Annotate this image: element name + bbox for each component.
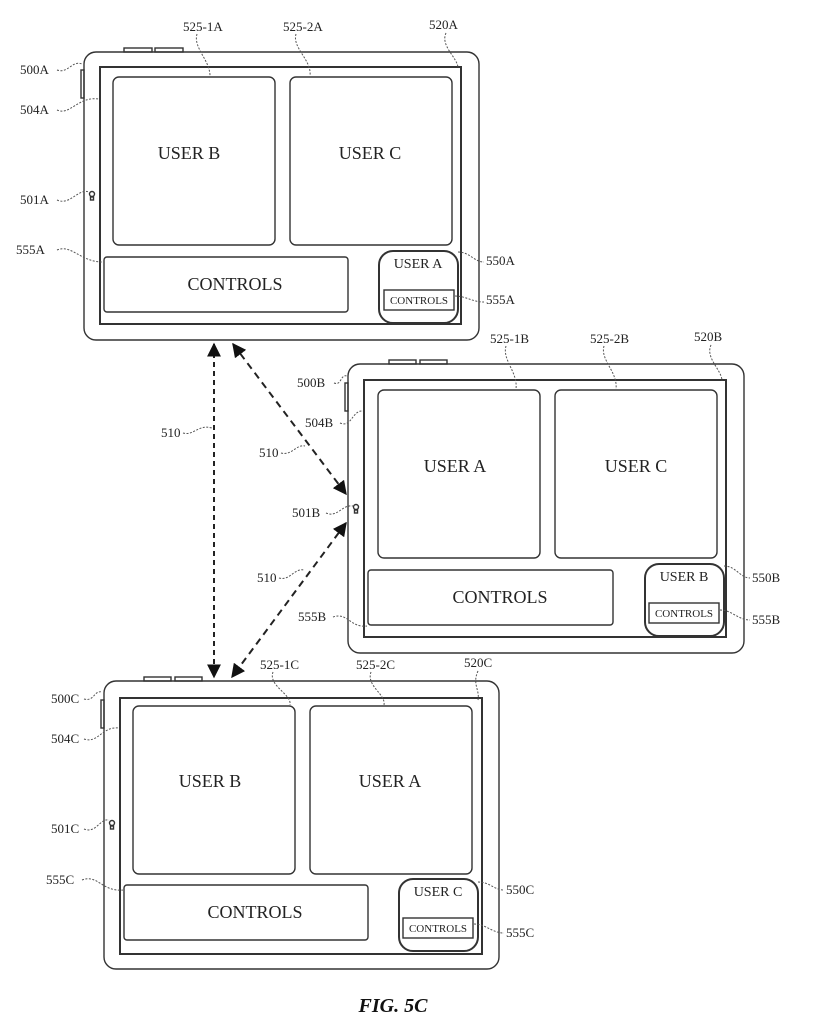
device-a-controls [103, 256, 349, 313]
device-a-tile-2 [289, 76, 453, 246]
ref-label: 550C [506, 882, 534, 897]
camera-icon [353, 509, 359, 514]
ref-label: 501B [292, 505, 321, 520]
device-b-body [347, 363, 745, 654]
ref-label: 550A [486, 253, 516, 268]
ref-label: 555B [298, 609, 327, 624]
ref-label: 520A [429, 17, 459, 32]
ref-label: 504A [20, 102, 50, 117]
device-c-self-view-label: USER C [414, 885, 463, 900]
ref-label: 501C [51, 821, 79, 836]
device-b-button [419, 359, 448, 365]
ref-label: 500A [20, 62, 50, 77]
link-label: 510 [161, 425, 181, 440]
ref-label: 520B [694, 329, 723, 344]
device-b-tile-1 [377, 389, 541, 559]
device-c-button [143, 676, 172, 682]
device-a-self-controls [383, 289, 455, 311]
device-c-body [103, 680, 500, 970]
camera-icon [89, 196, 95, 201]
ref-label: 555C [46, 872, 74, 887]
device-b-tile-1-label: USER A [424, 456, 487, 476]
device-c-controls-label: CONTROLS [207, 902, 302, 922]
device-a-body [83, 51, 480, 341]
device-b-controls-label: CONTROLS [452, 587, 547, 607]
device-b-self-controls-label: CONTROLS [655, 608, 713, 620]
device-c-side-button [100, 699, 105, 729]
device-b-tile-2-label: USER C [605, 456, 668, 476]
ref-label: 555B [752, 612, 781, 627]
device-c-tile-1-label: USER B [179, 771, 242, 791]
device-a-button [123, 47, 153, 53]
ref-label: 550B [752, 570, 781, 585]
device-b-button [388, 359, 417, 365]
device-a-tile-2-label: USER C [339, 143, 402, 163]
device-a-button [154, 47, 184, 53]
ref-label: 501A [20, 192, 50, 207]
device-b-controls [367, 569, 614, 626]
device-a-controls-label: CONTROLS [187, 274, 282, 294]
device-c-self-controls-label: CONTROLS [409, 923, 467, 935]
ref-label: 555A [16, 242, 46, 257]
device-b-display [363, 379, 727, 638]
ref-label: 555A [486, 292, 516, 307]
device-a-self-controls-label: CONTROLS [390, 295, 448, 307]
device-c-tile-2 [309, 705, 473, 875]
camera-icon [109, 825, 115, 830]
device-b-side-button [344, 382, 349, 412]
device-b: USER A USER C CONTROLS USER B CONTROLS 5… [292, 329, 781, 654]
ref-label: 500B [297, 375, 326, 390]
device-b-tile-2 [554, 389, 718, 559]
camera-icon [108, 819, 116, 827]
ref-label: 525-1A [183, 19, 223, 34]
ref-label: 504C [51, 731, 79, 746]
device-c-self-controls [402, 917, 474, 939]
device-c-display [119, 697, 483, 955]
device-a: USER B USER C CONTROLS USER A CONTROLS 5… [16, 17, 516, 341]
camera-icon [88, 190, 96, 198]
ref-label: 520C [464, 655, 492, 670]
figure-caption: FIG. 5C [358, 995, 429, 1017]
camera-icon [352, 503, 360, 511]
device-b-self-view [644, 563, 725, 637]
device-a-self-view [378, 250, 459, 324]
device-c-tile-1 [132, 705, 296, 875]
device-c-controls [123, 884, 369, 941]
link-label: 510 [257, 570, 277, 585]
device-b-self-controls [648, 602, 720, 624]
device-b-self-view-label: USER B [660, 570, 709, 585]
link-b-c [231, 521, 347, 679]
device-a-tile-1 [112, 76, 276, 246]
device-a-tile-1-label: USER B [158, 143, 221, 163]
link-label: 510 [259, 445, 279, 460]
device-c: USER B USER A CONTROLS USER C CONTROLS 5… [46, 655, 534, 970]
ref-label: 500C [51, 691, 79, 706]
device-c-button [174, 676, 203, 682]
ref-label: 555C [506, 925, 534, 940]
device-a-display [99, 66, 462, 325]
device-a-self-view-label: USER A [394, 257, 444, 272]
device-c-tile-2-label: USER A [359, 771, 422, 791]
ref-label: 525-2B [590, 331, 629, 346]
ref-label: 525-1C [260, 657, 299, 672]
device-a-side-button [80, 69, 85, 99]
communication-links: 510 510 510 [161, 342, 347, 679]
link-a-b [232, 342, 347, 496]
ref-label: 525-1B [490, 331, 529, 346]
ref-label: 525-2C [356, 657, 395, 672]
ref-label: 525-2A [283, 19, 323, 34]
ref-label: 504B [305, 415, 334, 430]
device-c-self-view [398, 878, 479, 952]
